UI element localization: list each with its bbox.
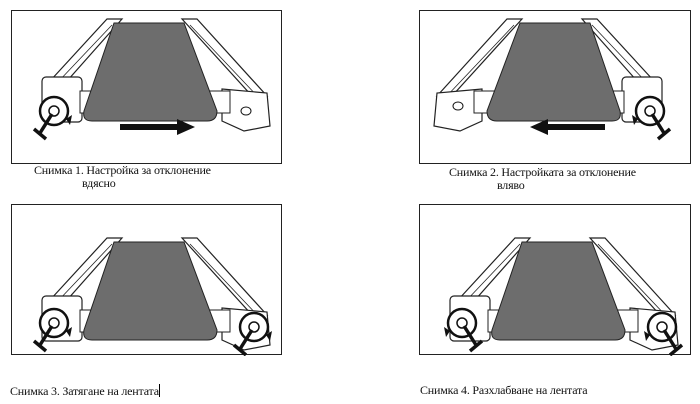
treadmill-tighten-diagram xyxy=(32,237,274,356)
arrow-left-icon xyxy=(530,119,605,135)
adjust-bolt-icon xyxy=(32,95,74,141)
arrow-right-icon xyxy=(120,119,195,135)
treadmill-right-adjust-diagram xyxy=(32,18,271,141)
left-bolt-icon xyxy=(32,307,74,353)
figure-2 xyxy=(419,10,691,164)
adjust-bolt-icon xyxy=(630,95,672,141)
text-cursor xyxy=(158,384,161,397)
treadmill-loosen-diagram xyxy=(442,237,684,356)
figure-1 xyxy=(11,10,282,164)
figure-2-caption: Снимка 2. Настройката за отклонение вляв… xyxy=(449,165,636,192)
figure-1-caption: Снимка 1. Настройка за отклонение вдясно xyxy=(34,163,211,190)
figure-4 xyxy=(419,204,691,356)
figure-4-caption: Снимка 4. Разхлабване на лентата xyxy=(420,383,588,397)
figure-3-caption: Снимка 3. Затягане на лентата xyxy=(10,384,161,398)
treadmill-left-adjust-diagram xyxy=(433,18,672,141)
figure-3 xyxy=(11,204,282,356)
